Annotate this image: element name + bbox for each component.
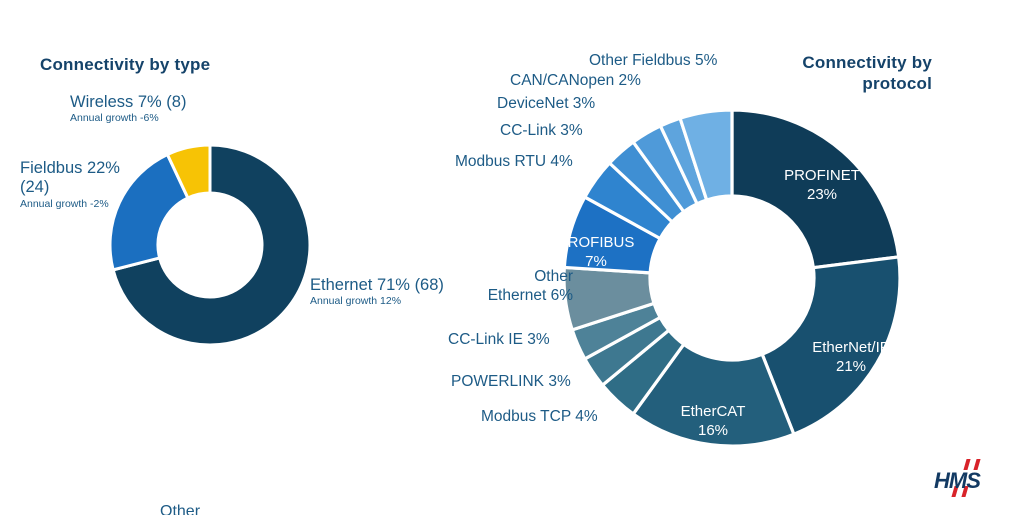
outside-label-line: CC-Link 3% [500,122,583,139]
logo-wordmark: HMS [934,468,981,493]
outside-label-line: Modbus RTU 4% [455,153,573,170]
pie-slice-wireless: Wireless 7% (8) Annual growth -6% [165,143,212,200]
outside-label-devicenet-3-: DeviceNet 3% [497,95,595,114]
connectivity-by-type-slices: Ethernet 71% (68) Annual growth 12%Field… [108,143,312,347]
left-chart-title: Connectivity by type [40,55,211,74]
connectivity-by-type-chart: Ethernet 71% (68) Annual growth 12%Field… [0,0,440,515]
callout-fieldbus-sub: Annual growth -2% [20,197,109,210]
outside-label-powerlink-3-: POWERLINK 3% [451,373,571,392]
clipped-bottom-text: Other [160,503,201,515]
left-donut-svg: Ethernet 71% (68) Annual growth 12%Field… [108,143,312,347]
outside-label-modbus-rtu-4-: Modbus RTU 4% [455,153,573,172]
connectivity-by-protocol-chart: PROFINET 23%EtherNet/IP 21%EtherCAT 16% M… [430,0,1024,515]
right-donut-svg: PROFINET 23%EtherNet/IP 21%EtherCAT 16%M… [558,108,902,448]
pie-slice-profinet: PROFINET 23% [730,108,901,270]
pie-slice-other-fieldbus: Other Fieldbus 5% [678,108,734,202]
outside-label-cc-link-ie-3-: CC-Link IE 3% [448,331,550,350]
outside-label-line: CC-Link IE 3% [448,331,550,348]
callout-ethernet-sub: Annual growth 12% [310,295,402,308]
outside-label-line: DeviceNet 3% [497,95,596,112]
outside-label-line: CAN/CANopen 2% [510,72,641,89]
outside-label-line: Ethernet 6% [487,286,573,304]
callout-wireless-main: Wireless 7% (8) [70,93,187,111]
outside-label-line: Modbus TCP 4% [481,408,598,425]
callout-wireless-sub: Annual growth -6% [70,112,159,125]
outside-label-line: Other [534,268,573,285]
pie-slice-fieldbus: Fieldbus 22% (24) Annual growth -2% [108,153,190,272]
right-chart-title: Connectivity by protocol [802,53,932,94]
callout-fieldbus-main: Fieldbus 22% (24) [20,159,120,197]
outside-label-can-canopen-2-: CAN/CANopen 2% [510,72,641,91]
callout-ethernet-main: Ethernet 71% (68) [310,276,444,294]
outside-label-other-fieldbus-5-: Other Fieldbus 5% [589,52,717,71]
hms-logo: HMS [926,459,1000,497]
outside-label-modbus-tcp-4-: Modbus TCP 4% [481,408,598,427]
pie-slice-ethercat: EtherCAT 16% [631,342,796,448]
outside-label-line: Other Fieldbus 5% [589,52,718,69]
pie-slice-ethernet: Ethernet 71% (68) Annual growth 12% [111,143,312,347]
callout-wireless: Wireless 7% (8) Annual growth -6% [70,93,186,125]
callout-ethernet: Ethernet 71% (68) Annual growth 12% [310,276,444,308]
outside-label-cc-link-3-: CC-Link 3% [500,122,583,141]
outside-label-line: POWERLINK 3% [451,373,571,390]
callout-fieldbus: Fieldbus 22% (24) Annual growth -2% [20,159,125,210]
connectivity-by-protocol-slices: PROFINET 23%EtherNet/IP 21%EtherCAT 16%M… [562,108,902,448]
pie-slice-ethernet-ip: EtherNet/IP 21% [760,255,902,436]
